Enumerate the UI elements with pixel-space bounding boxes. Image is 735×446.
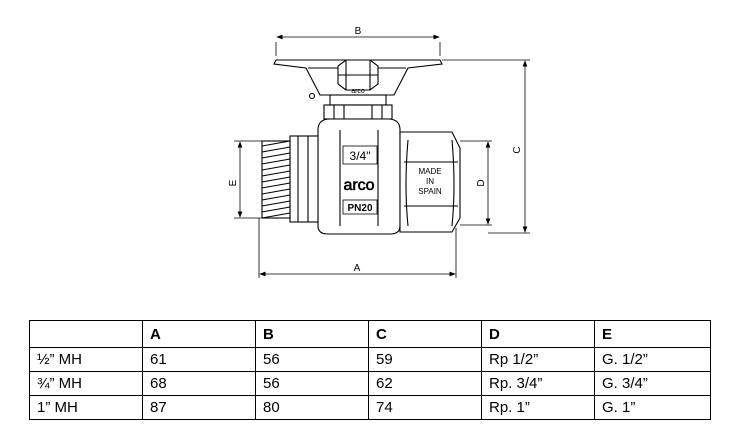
origin-marking-line3: SPAIN xyxy=(418,187,442,196)
table-cell: 56 xyxy=(255,371,369,397)
table-cell: Rp 1/2” xyxy=(481,347,595,373)
table-cell: G. 1/2” xyxy=(594,347,711,373)
dimension-e xyxy=(234,140,262,219)
header-cell-a: A xyxy=(142,319,256,349)
dimension-b-label: B xyxy=(355,26,362,37)
table-row: ½” MH 61 56 59 Rp 1/2” G. 1/2” xyxy=(29,347,711,373)
table-cell: Rp. 3/4” xyxy=(481,371,595,397)
header-cell-c: C xyxy=(368,319,482,349)
header-cell-d: D xyxy=(481,319,595,349)
valve-body xyxy=(261,59,461,235)
origin-marking-line2: IN xyxy=(426,177,434,186)
valve-technical-drawing: B C D E A xyxy=(228,26,530,278)
table-cell: Rp. 1” xyxy=(481,395,595,420)
dimension-b xyxy=(275,34,441,56)
table-cell: 87 xyxy=(142,395,256,420)
table-cell: 61 xyxy=(142,347,256,373)
size-cell: ½” MH xyxy=(29,347,143,373)
dimension-a-label: A xyxy=(354,263,361,274)
table-cell: 59 xyxy=(368,347,482,373)
table-cell: 62 xyxy=(368,371,482,397)
origin-marking-line1: MADE xyxy=(418,167,441,176)
dimension-c xyxy=(442,59,530,234)
pressure-marking: PN20 xyxy=(347,203,372,214)
size-cell: ¾” MH xyxy=(29,371,143,397)
table-cell: 56 xyxy=(255,347,369,373)
dimension-d-label: D xyxy=(476,179,487,186)
male-thread xyxy=(261,140,291,219)
table-cell: 80 xyxy=(255,395,369,420)
header-cell-b: B xyxy=(255,319,369,349)
header-cell-e: E xyxy=(594,319,711,349)
table-cell: 68 xyxy=(142,371,256,397)
handle-brand-marking: arco xyxy=(351,88,365,95)
dimension-e-label: E xyxy=(228,179,239,186)
header-cell xyxy=(29,319,143,349)
table-row: ¾” MH 68 56 62 Rp. 3/4” G. 3/4” xyxy=(29,371,711,397)
brand-marking: arco xyxy=(343,177,374,194)
size-cell: 1” MH xyxy=(29,395,143,420)
table-row: 1” MH 87 80 74 Rp. 1” G. 1” xyxy=(29,395,711,420)
dimension-a xyxy=(258,218,457,278)
dimension-c-label: C xyxy=(512,146,523,153)
valve-markings: 3/4" arco PN20 MADE IN SPAIN arco xyxy=(342,88,442,215)
size-marking: 3/4" xyxy=(350,149,371,163)
dimension-d xyxy=(460,140,492,226)
table-cell: 74 xyxy=(368,395,482,420)
dimensions-table: A B C D E ½” MH 61 56 59 Rp 1/2” G. 1/2”… xyxy=(29,319,711,420)
table-cell: G. 1” xyxy=(594,395,711,420)
table-cell: G. 3/4” xyxy=(594,371,711,397)
table-header-row: A B C D E xyxy=(29,319,711,349)
